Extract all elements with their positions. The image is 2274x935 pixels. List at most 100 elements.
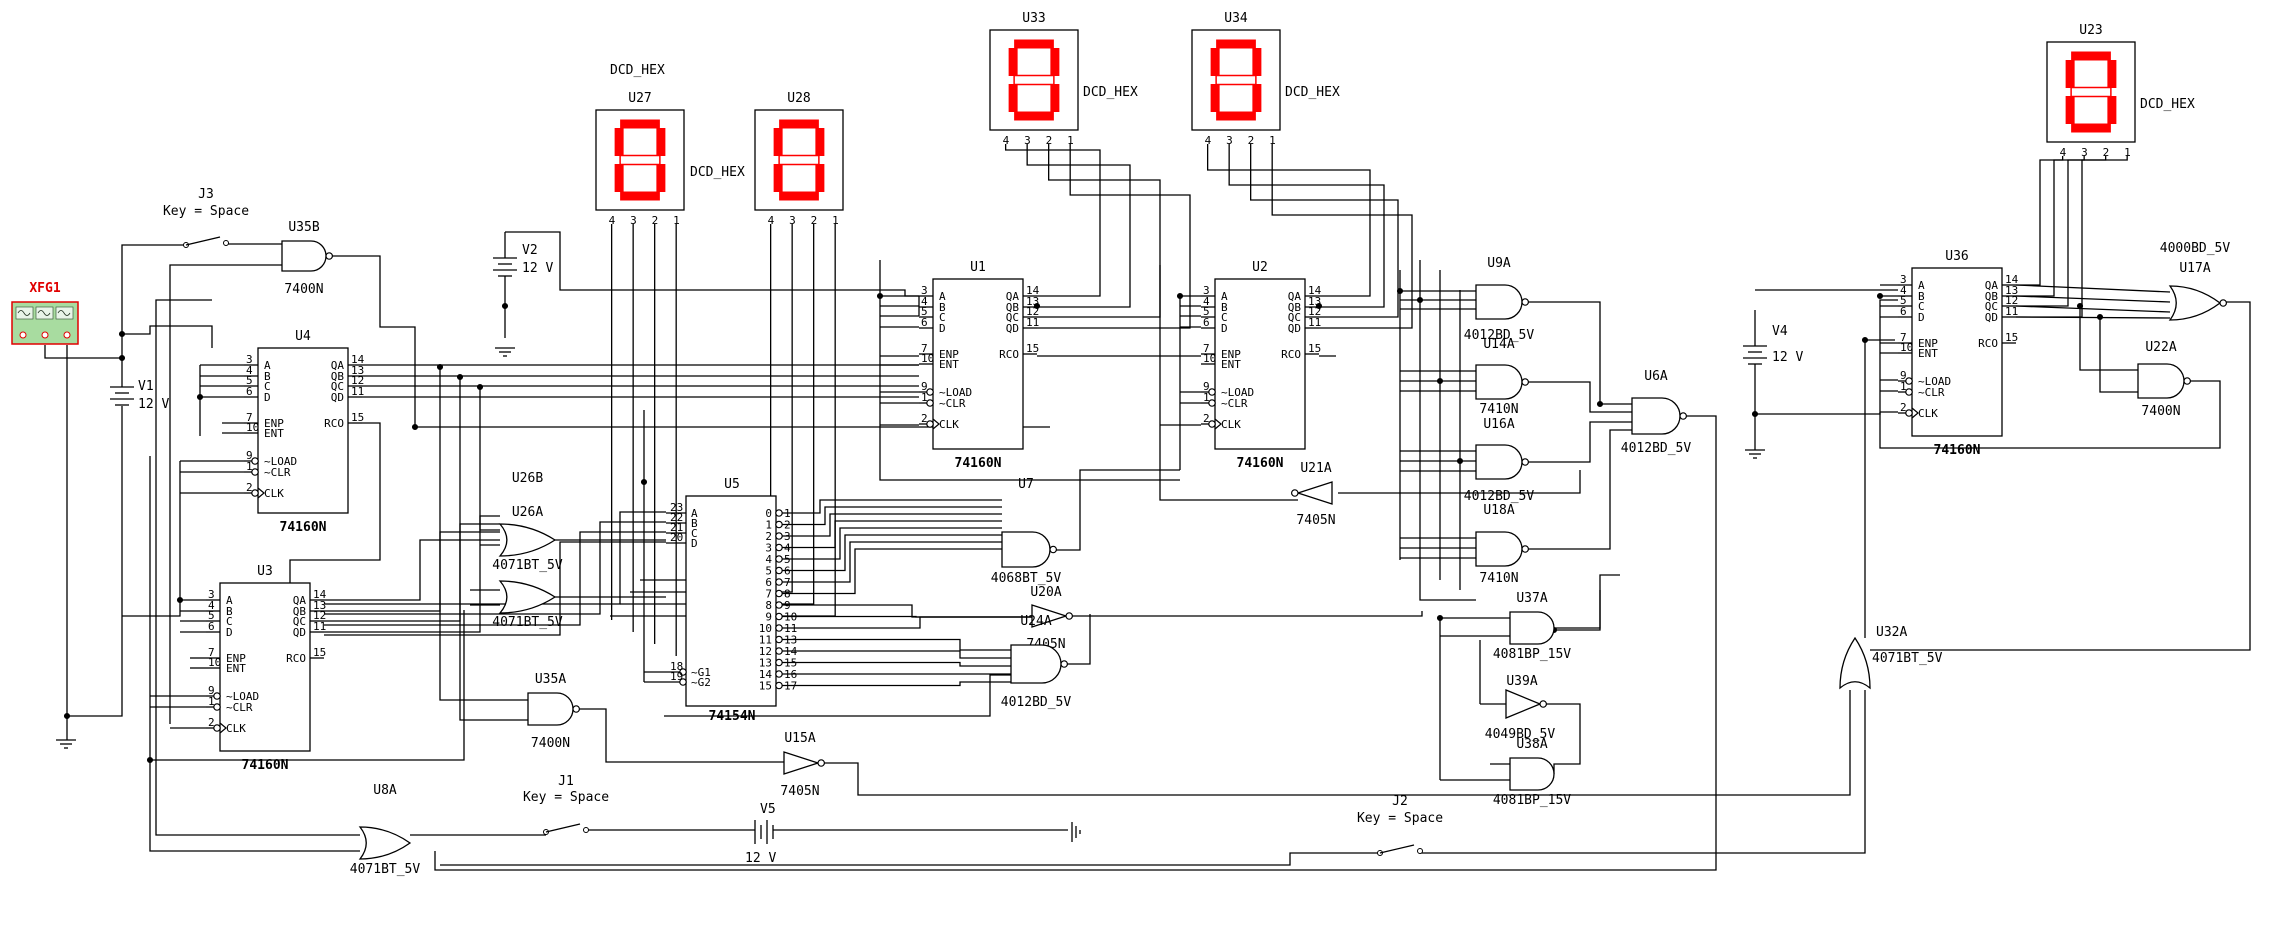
gate-part: 7405N xyxy=(1296,513,1335,528)
decoder-pin-number: 11 xyxy=(784,622,797,635)
wire xyxy=(1037,144,1191,329)
junction-dot xyxy=(1436,377,1444,385)
buffer-body xyxy=(783,751,821,775)
counter-pin-number: 1 xyxy=(1900,380,1907,393)
display-type: DCD_HEX xyxy=(690,165,745,180)
wire xyxy=(1419,260,1476,601)
decoder-pin-label: 11 xyxy=(759,634,772,647)
counter-pin-label: CLK xyxy=(1918,407,1938,420)
counter-body xyxy=(932,278,1024,450)
counter-pin-label: ~LOAD xyxy=(1221,386,1254,399)
segment-c xyxy=(2107,96,2117,124)
decoder-pin-label: 2 xyxy=(765,530,772,543)
wire xyxy=(324,531,666,626)
wire xyxy=(1026,144,1131,308)
counter-pin-number: 13 xyxy=(313,599,326,612)
gate-ref: U35A xyxy=(535,672,566,687)
counter-pin-number: 14 xyxy=(2005,273,2019,286)
counter-pin-label: QB xyxy=(331,370,345,383)
counter-pin-number: 15 xyxy=(351,411,364,424)
junction-dot xyxy=(1436,614,1444,622)
gate-ref: U22A xyxy=(2145,340,2176,355)
or-body xyxy=(498,580,557,614)
counter-ref: U4 xyxy=(295,329,311,344)
and-body xyxy=(1509,757,1555,791)
wire xyxy=(1228,144,1385,308)
counter-pin-label: QB xyxy=(293,605,307,618)
segment-c xyxy=(815,164,825,192)
junction-dot xyxy=(1751,410,1759,418)
display-pin-label: 3 xyxy=(789,214,796,227)
wire xyxy=(794,541,1002,583)
counter-body xyxy=(257,347,349,514)
counter-part: 74160N xyxy=(955,456,1002,471)
counter-pin-number: 4 xyxy=(1900,284,1907,297)
switch-blade xyxy=(1379,844,1415,854)
counter-pin-number: 11 xyxy=(2005,305,2018,318)
counter-pin-label: QD xyxy=(331,391,344,404)
decoder-pin-number: 2 xyxy=(784,519,791,532)
gate-ref: U7 xyxy=(1018,477,1034,492)
display-pin-label: 2 xyxy=(1046,134,1053,147)
segment-c xyxy=(1050,84,1060,112)
counter-pin-label: ENT xyxy=(1918,347,1938,360)
counter-pin-label: B xyxy=(264,370,271,383)
junction-dot xyxy=(146,756,154,764)
inverter-bubble xyxy=(1521,378,1530,386)
counter-pin-label: C xyxy=(1918,300,1925,313)
wire xyxy=(330,255,1050,428)
counter-pin-label: QB xyxy=(1985,290,1999,303)
decoder-body xyxy=(685,495,777,707)
source-value: 12 V xyxy=(522,261,553,276)
wire xyxy=(1004,144,1101,297)
display-pin-label: 1 xyxy=(1067,134,1074,147)
clock-mark xyxy=(1214,418,1222,430)
wire xyxy=(324,541,666,636)
wire xyxy=(794,527,1002,560)
counter-part: 74160N xyxy=(1934,443,1981,458)
junction-dot xyxy=(1396,287,1404,295)
decoder-pin-label: D xyxy=(691,537,698,550)
wire xyxy=(439,367,528,701)
segment-b xyxy=(1050,48,1060,76)
counter-pin-number: 6 xyxy=(208,620,215,633)
counter-pin-label: RCO xyxy=(286,652,306,665)
counter-pin-label: ~CLR xyxy=(264,466,291,479)
display-pin-label: 4 xyxy=(1205,134,1212,147)
counter-pin-number: 3 xyxy=(921,284,928,297)
sine-icon-wave xyxy=(17,310,31,316)
inverter-bubble xyxy=(926,420,934,428)
gate-part: 4012BD_5V xyxy=(1001,695,1072,710)
counter-pin-number: 13 xyxy=(351,364,364,377)
counter-pin-label: D xyxy=(1221,322,1228,335)
counter-pin-number: 2 xyxy=(1203,412,1210,425)
display-pin-label: 2 xyxy=(652,214,659,227)
counter-pin-label: QA xyxy=(331,359,345,372)
segment-e xyxy=(1210,84,1220,112)
gate-part: 4071BT_5V xyxy=(492,558,563,573)
decoder-pin-number: 7 xyxy=(784,576,791,589)
wire xyxy=(440,852,1380,866)
segment-a xyxy=(1216,39,1256,49)
decoder-pin-label: 13 xyxy=(759,657,772,670)
clock-mark xyxy=(1911,407,1919,419)
junction-dot xyxy=(456,373,464,381)
counter-body xyxy=(219,582,311,752)
segment-a xyxy=(1014,39,1054,49)
function-generator-xfg1[interactable]: XFG1 xyxy=(11,281,79,345)
and-body xyxy=(1475,531,1523,567)
counter-pin-label: ENP xyxy=(1918,337,1938,350)
wire xyxy=(2015,284,2171,293)
switch-ref: J1 xyxy=(558,774,574,789)
counter-pin-label: RCO xyxy=(1978,337,1998,350)
